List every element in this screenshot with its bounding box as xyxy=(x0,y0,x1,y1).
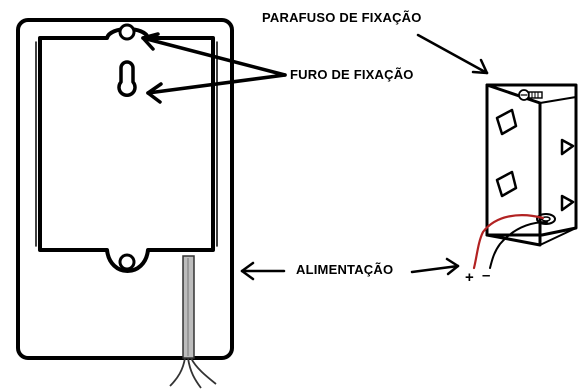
device-power-cable xyxy=(169,255,217,389)
knockout-right-top xyxy=(560,138,575,156)
box-cable-hole xyxy=(536,213,556,225)
box-wires xyxy=(472,214,548,270)
positive-polarity-label: + xyxy=(465,269,474,286)
power-right-arrow xyxy=(410,257,460,276)
negative-polarity-label: – xyxy=(482,267,491,284)
screw-label: PARAFUSO DE FIXAÇÃO xyxy=(262,10,422,25)
box-back-panel xyxy=(485,83,578,237)
cable-wires xyxy=(169,357,217,389)
knockout-left-top xyxy=(495,108,518,136)
power-left-arrow xyxy=(240,261,286,281)
negative-wire xyxy=(489,221,548,269)
box-left-wall xyxy=(485,83,542,247)
wall-junction-box xyxy=(485,83,578,247)
positive-wire xyxy=(472,214,545,270)
screw-icon xyxy=(518,89,543,101)
device-outer-frame xyxy=(16,18,234,360)
mounting-hole-label: FURO DE FIXAÇÃO xyxy=(290,67,414,82)
device-inner-bracket-shadow xyxy=(35,41,218,247)
screw-arrow xyxy=(416,33,489,75)
top-mounting-hole xyxy=(118,23,136,41)
box-right-edge xyxy=(539,96,577,246)
bottom-mounting-hole xyxy=(118,253,136,271)
device-back-plate xyxy=(16,18,234,360)
hole-arrows xyxy=(141,32,287,104)
device-inner-bracket xyxy=(38,27,215,273)
keyhole-slot xyxy=(117,60,137,98)
knockout-right-bottom xyxy=(560,194,575,212)
power-label: ALIMENTAÇÃO xyxy=(296,262,394,277)
knockout-left-bottom xyxy=(495,170,518,198)
